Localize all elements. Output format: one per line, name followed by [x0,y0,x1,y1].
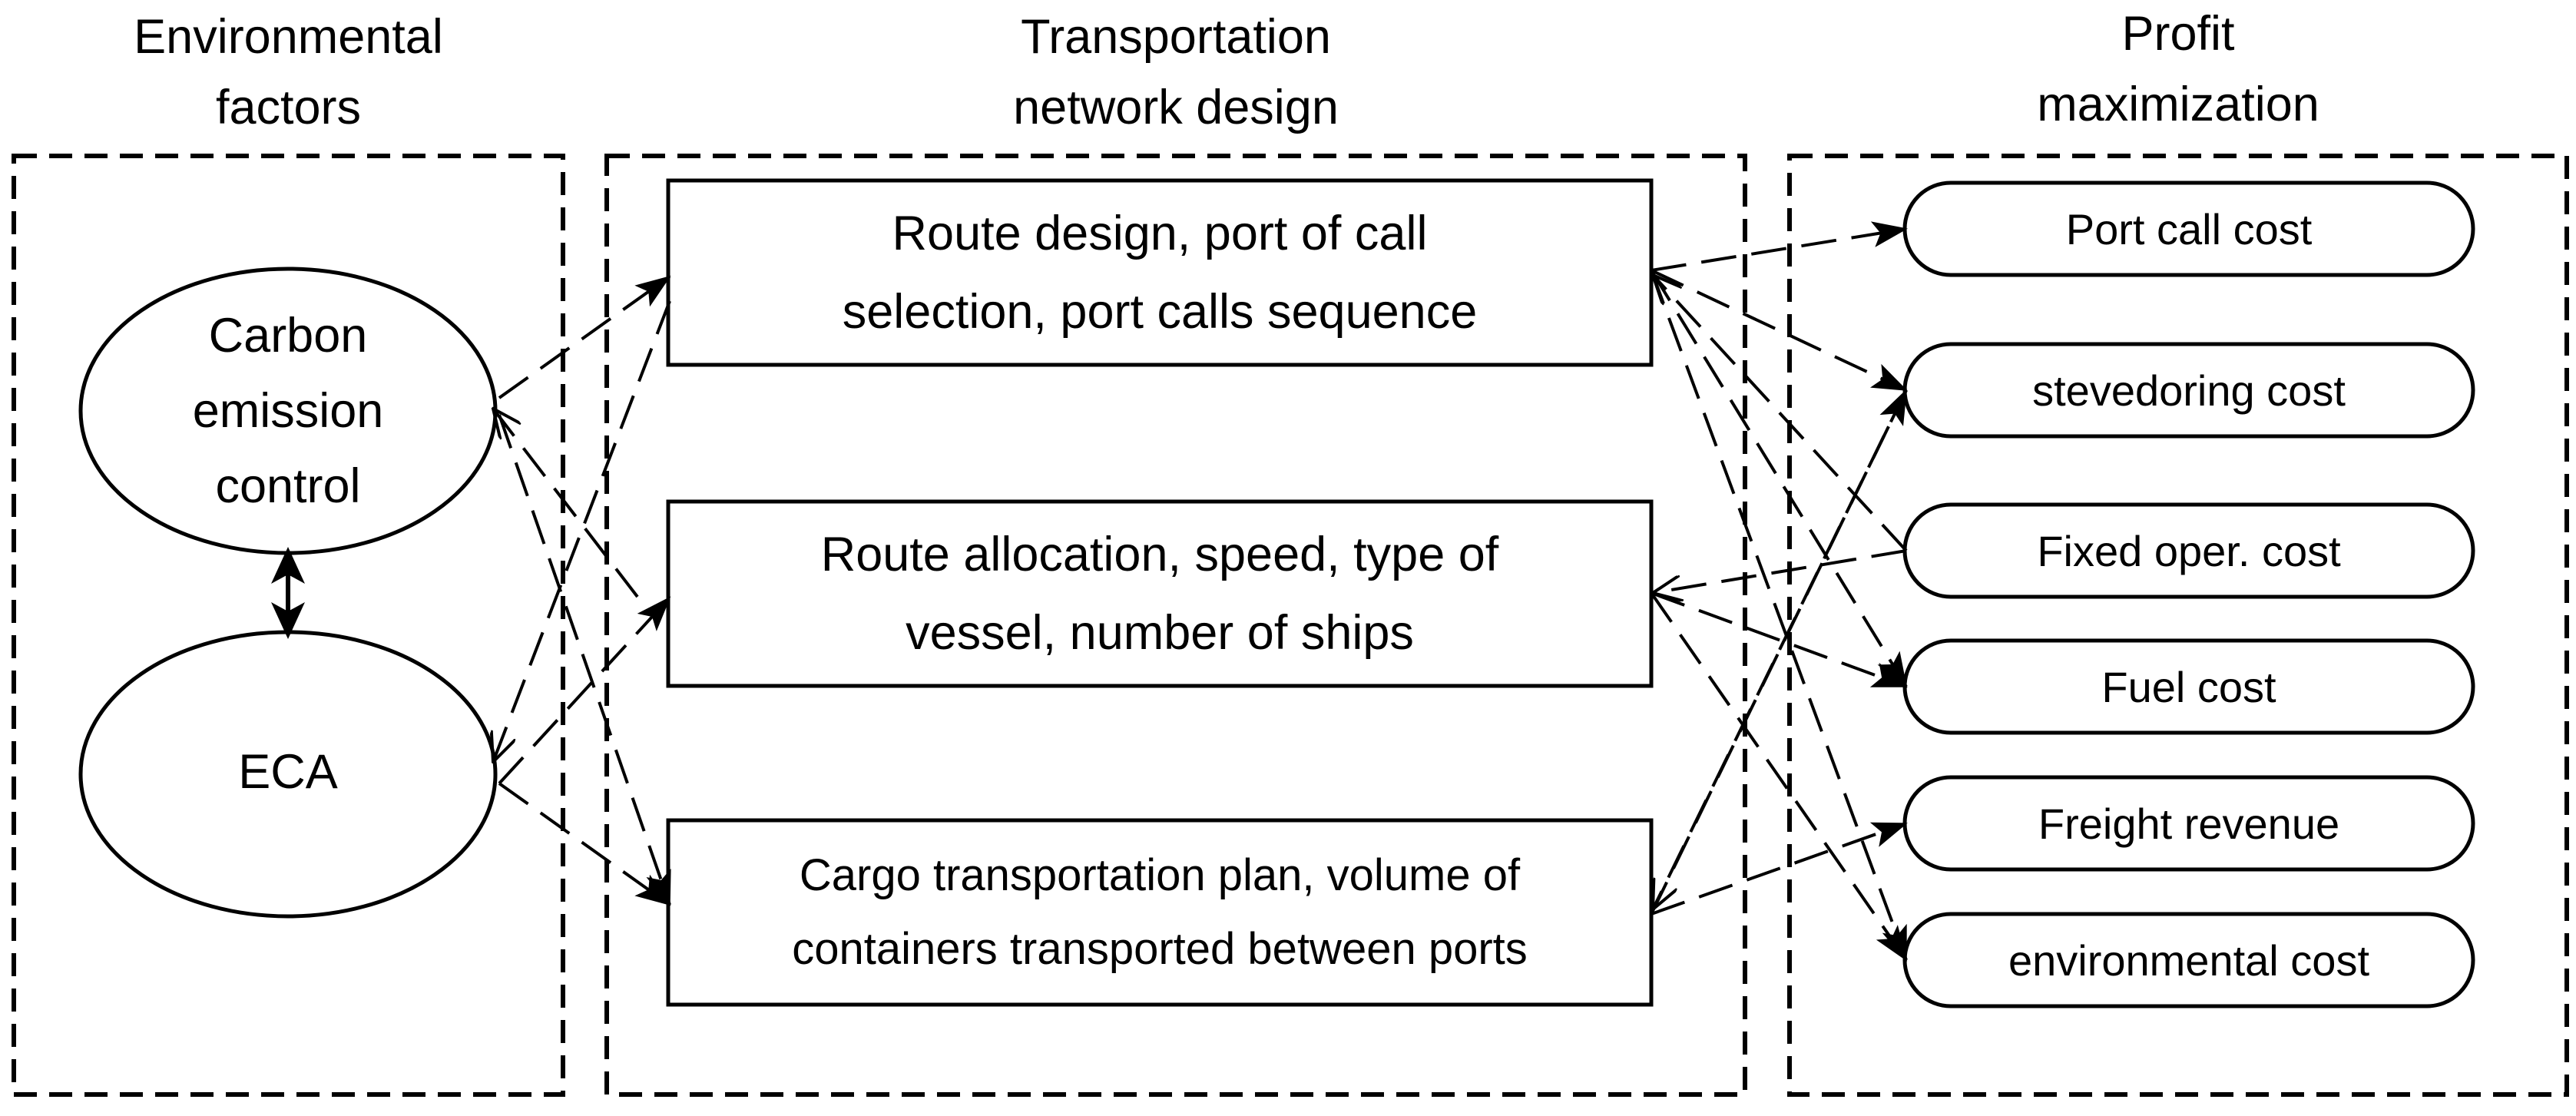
route-label-line1: Route design, port of call [892,207,1428,260]
carbon-label-line1: Carbon [208,309,368,363]
eca-label: ECA [92,714,484,830]
cargo-label-line2: containers transported between ports [792,924,1528,974]
freight-revenue-label: Freight revenue [2038,799,2340,848]
carbon-to-route-arrow [498,275,671,399]
fixed-oper-cost-label: Fixed oper. cost [2037,526,2341,575]
fuel-cost-label: Fuel cost [2101,662,2276,711]
transportation-heading-line2: network design [1013,81,1339,134]
route-allocation-label: Route allocation, speed, type of vessel,… [672,505,1647,682]
transportation-network-heading: Transportation network design [607,2,1745,143]
cargo-plan-label: Cargo transportation plan, volume of con… [672,824,1647,1001]
eca-label-text: ECA [238,745,338,799]
stevedoring-to-cargo-arrow [1653,389,1908,909]
carbon-to-cargo-arrow [498,414,671,906]
carbon-label-line3: control [215,459,361,513]
route-to-eca-arrow [493,300,671,762]
route-label-line2: selection, port calls sequence [842,285,1478,339]
carbon-eca-arrowhead-down [271,602,305,639]
eca-to-allocation-arrow [498,596,671,785]
allocation-label-line1: Route allocation, speed, type of [820,528,1499,581]
environmental-factors-heading: Environmental factors [14,2,563,143]
carbon-eca-arrowhead-up [271,547,305,584]
profit-maximization-heading: Profit maximization [1790,0,2567,140]
route-to-port-call-arrow [1651,221,1908,272]
environmental-heading-line1: Environmental [134,10,443,64]
carbon-label-line2: emission [192,384,384,438]
cargo-label-line1: Cargo transportation plan, volume of [799,850,1521,900]
transportation-design-frame [604,154,1747,1097]
environmental-cost-label: environmental cost [2008,936,2369,985]
environmental-heading-line2: factors [215,81,362,134]
allocation-label-line2: vessel, number of ships [906,606,1414,660]
eca-to-cargo-arrow [498,782,671,906]
profit-maximization-frame [1787,154,2569,1097]
route-to-stevedoring-arrow [1651,269,1908,392]
route-to-environmental-arrow [1650,270,1908,962]
port-call-cost-label: Port call cost [2065,204,2313,253]
fixed-to-allocation-arrow [1653,549,1907,593]
allocation-to-environmental-arrow [1650,591,1908,962]
transportation-heading-line1: Transportation [1021,10,1331,64]
route-allocation-box [666,499,1654,688]
route-design-label: Route design, port of call selection, po… [672,184,1647,361]
allocation-to-fuel-arrow [1651,591,1908,688]
fixed-to-route-arrow [1653,275,1908,552]
cargo-to-freight-arrow [1651,822,1908,916]
allocation-to-carbon-arrow [493,409,639,598]
route-to-fuel-arrow [1650,269,1908,688]
carbon-emission-label: Carbon emission control [92,292,484,530]
stevedoring-cost-label: stevedoring cost [2032,366,2346,415]
profit-heading-line2: maximization [2037,78,2319,131]
cargo-to-stevedoring-arrow [1650,389,1908,915]
route-design-box [666,178,1654,367]
profit-heading-line1: Profit [2121,7,2235,61]
cargo-plan-box [666,818,1654,1007]
